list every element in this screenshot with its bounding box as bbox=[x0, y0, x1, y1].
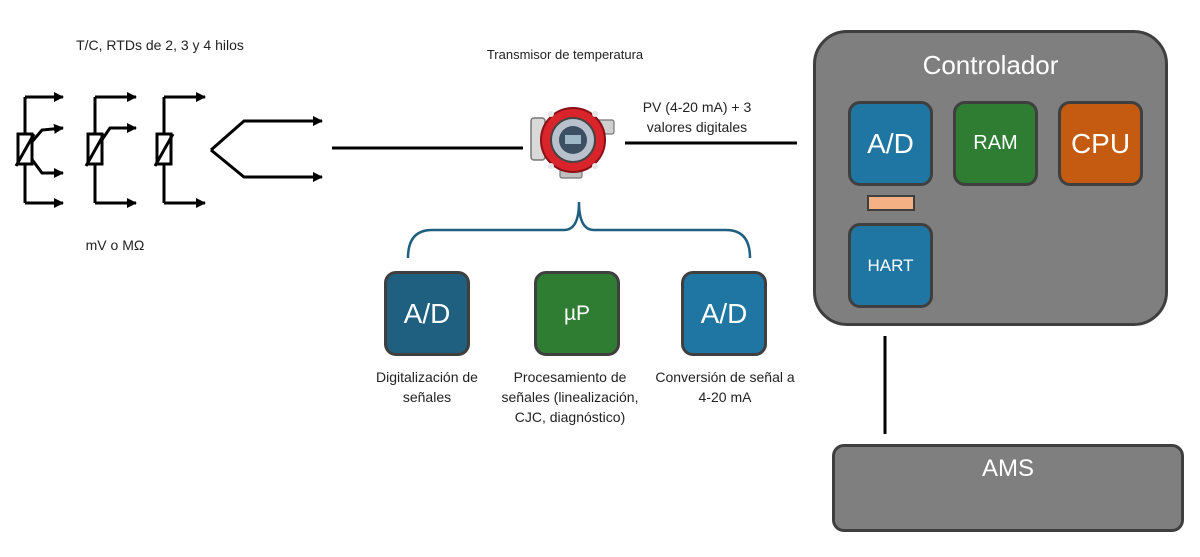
transmitter-up-caption: Procesamiento de señales (linealización,… bbox=[501, 369, 639, 425]
controller-ad-module: A/D bbox=[848, 101, 933, 186]
transmitter-ad-caption: Digitalización de señales bbox=[376, 369, 478, 405]
sensor-types-label: T/C, RTDs de 2, 3 y 4 hilos bbox=[76, 37, 244, 53]
transmitter-output-label: PV (4-20 mA) + 3 valores digitales bbox=[642, 99, 752, 135]
transmitter-da-block: A/D bbox=[681, 271, 767, 356]
ams-panel bbox=[832, 444, 1184, 532]
controller-title: Controlador bbox=[922, 50, 1059, 80]
transmitter-title: Transmisor de temperatura bbox=[486, 47, 644, 62]
rtd-2-wire-icon bbox=[153, 92, 206, 208]
sensor-signal-label: mV o MΩ bbox=[85, 237, 145, 253]
controller-hart-module: HART bbox=[848, 223, 933, 308]
thermocouple-icon bbox=[210, 116, 323, 182]
ams-label: AMS bbox=[981, 455, 1034, 482]
controller-cpu-module: CPU bbox=[1058, 101, 1143, 186]
transmitter-up-block: µP bbox=[534, 271, 620, 356]
transmitter-brace bbox=[406, 201, 752, 259]
transmitter-ad-block: A/D bbox=[384, 271, 470, 356]
temperature-transmitter-icon bbox=[530, 107, 615, 179]
controller-ram-module: RAM bbox=[953, 101, 1038, 186]
rtd-3-wire-icon bbox=[84, 92, 137, 208]
rtd-4-wire-icon bbox=[14, 92, 64, 208]
controller-ad-hart-bridge bbox=[867, 195, 915, 211]
transmitter-da-caption: Conversión de señal a 4-20 mA bbox=[655, 369, 795, 405]
